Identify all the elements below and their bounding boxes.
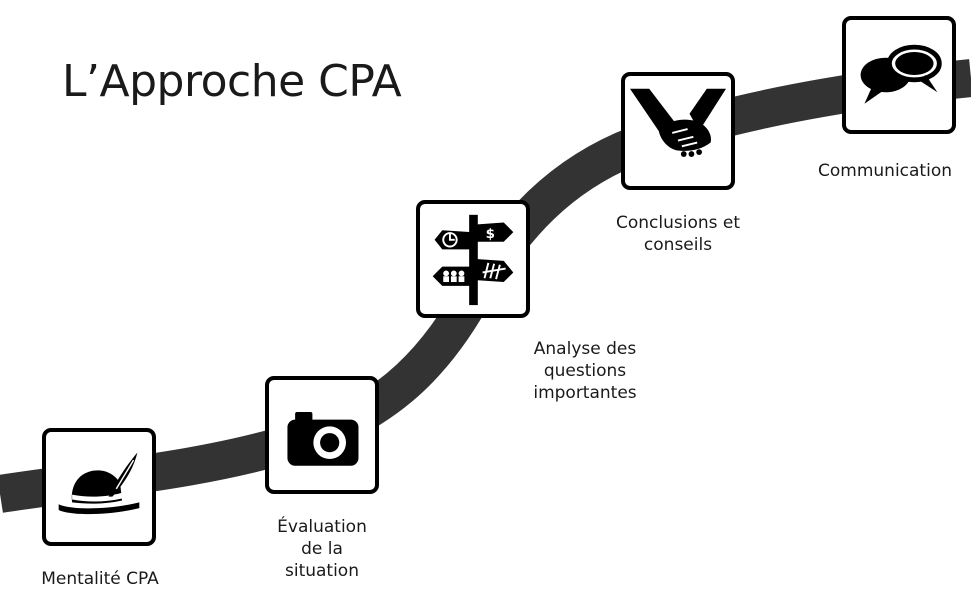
svg-text:$: $ [486,227,495,242]
camera-icon [287,411,359,466]
signpost-icon: $ [432,214,514,306]
step-box-analyse: $ [416,200,530,318]
step-box-evaluation [265,376,379,494]
handshake-icon [630,88,726,157]
step-box-mentalite [42,428,156,546]
step-label-communication: Communication [818,161,952,181]
speech-bubbles-icon [860,44,942,104]
step-box-communication [842,16,956,134]
diagram-title: L’Approche CPA [62,56,402,107]
step-label-conclusions: Conclusions et conseils [615,213,741,256]
hat-feather-icon [58,452,140,515]
step-label-mentalite: Mentalité CPA [41,569,159,589]
step-label-evaluation: Évaluation de la situation [277,517,367,582]
step-label-analyse: Analyse des questions importantes [533,339,637,404]
step-box-conclusions [621,72,735,190]
